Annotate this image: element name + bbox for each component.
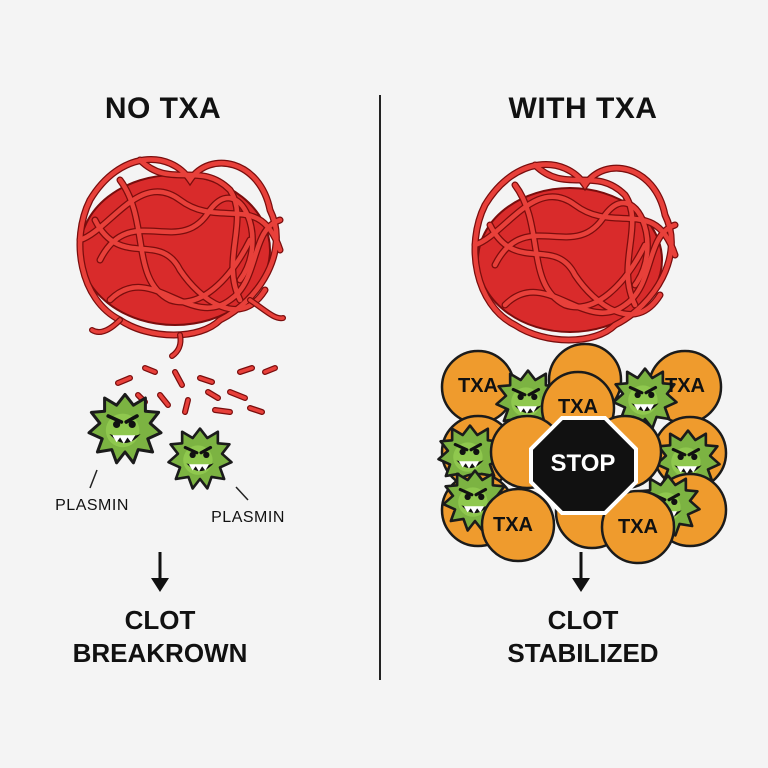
fibrin-clot-right	[471, 161, 679, 344]
plasmin-pointer-2	[235, 486, 249, 501]
plasmin-pointer-1	[89, 469, 98, 489]
txa-label: TXA	[665, 375, 705, 397]
heading-no-txa: NO TXA	[104, 92, 222, 125]
stop-sign-label: STOP	[550, 450, 616, 477]
txa-label: TXA	[558, 396, 598, 418]
txa-cluster	[436, 342, 728, 565]
result-right-line2: STABILIZED	[507, 638, 659, 668]
fibrin-fragments	[115, 365, 278, 415]
heading-with-txa: WITH TXA	[508, 92, 658, 125]
result-right-line1: CLOT	[547, 605, 619, 635]
plasmin-enzyme-1	[87, 392, 163, 465]
txa-label: TXA	[458, 375, 498, 397]
down-arrow-icon	[151, 552, 169, 592]
result-left-line2: BREAKROWN	[72, 638, 248, 668]
fibrin-clot-left	[76, 156, 286, 359]
stop-sign-icon	[529, 416, 638, 515]
plasmin-label-1: PLASMIN	[55, 497, 129, 514]
txa-label: TXA	[493, 514, 533, 536]
plasmin-label-2: PLASMIN	[211, 509, 285, 526]
plasmin-enzyme-2	[166, 427, 234, 491]
result-left-line1: CLOT	[124, 605, 196, 635]
down-arrow-icon	[572, 552, 590, 592]
txa-label: TXA	[618, 516, 658, 538]
